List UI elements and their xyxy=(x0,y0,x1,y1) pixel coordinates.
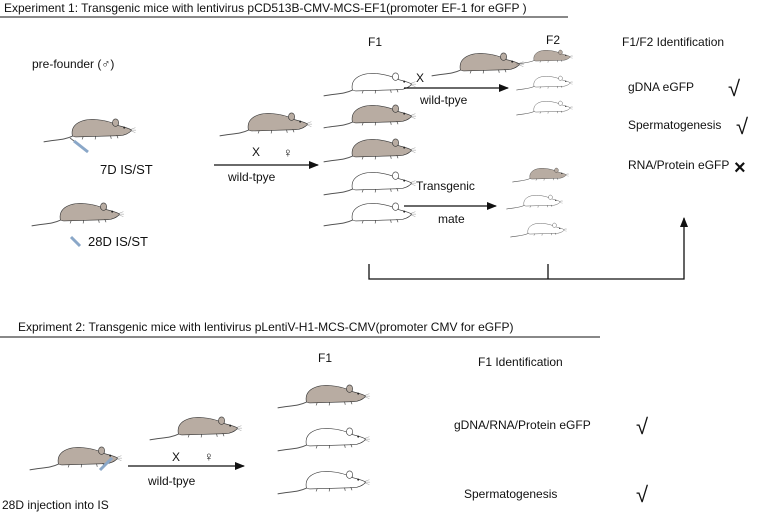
result-label: RNA/Protein eGFP xyxy=(628,158,729,172)
cross-x-exp2: X xyxy=(172,450,180,464)
identification-bracket-arrow xyxy=(368,217,688,280)
f2-mouse-white xyxy=(516,75,574,91)
f1-mouse-white-exp2 xyxy=(277,427,371,452)
result-label: Spermatogenesis xyxy=(464,487,557,501)
founder-mouse-28d xyxy=(31,202,125,227)
f1-mouse-grey xyxy=(323,104,417,129)
f1f2-identification-title: F1/F2 Identification xyxy=(622,35,724,49)
check-icon: √ xyxy=(736,114,749,139)
wild-type-label-f2: wild-tpye xyxy=(419,93,468,107)
wild-type-label: wild-tpye xyxy=(227,170,276,184)
check-icon: √ xyxy=(636,414,649,439)
label-28d: 28D IS/ST xyxy=(88,234,148,249)
f2-mouse-white xyxy=(516,100,574,116)
f1-mouse-grey xyxy=(323,138,417,163)
cross-x-f2: X xyxy=(416,71,424,85)
check-icon: √ xyxy=(636,482,649,507)
injected-mouse xyxy=(29,446,123,471)
f1-label-exp2: F1 xyxy=(318,351,332,365)
f1-label: F1 xyxy=(368,35,382,49)
f2-mouse-white xyxy=(506,194,564,210)
result-label: gDNA/RNA/Protein eGFP xyxy=(454,418,591,432)
female-symbol: ♀ xyxy=(283,145,293,160)
wildtype-female-mouse xyxy=(219,112,313,137)
check-icon: √ xyxy=(728,76,741,101)
pre-founder-label: pre-founder (♂) xyxy=(32,57,114,71)
f2-mouse-grey xyxy=(516,49,574,65)
wild-type-label-exp2: wild-tpye xyxy=(147,474,196,488)
syringe-icon xyxy=(69,137,89,154)
cross-x: X xyxy=(252,145,260,159)
syringe-icon xyxy=(69,235,82,248)
label-7d: 7D IS/ST xyxy=(100,162,153,177)
f1-mouse-white xyxy=(323,202,417,227)
result-label: gDNA eGFP xyxy=(628,80,694,94)
f2-mouse-white xyxy=(510,222,568,238)
founder-mouse-7d xyxy=(43,118,137,143)
f1-mouse-grey-exp2 xyxy=(277,384,371,409)
f2-label: F2 xyxy=(546,33,560,47)
syringe-icon xyxy=(98,456,114,472)
cross-mark-icon: × xyxy=(734,157,746,179)
transgenic-label: Transgenic xyxy=(416,179,475,193)
f1-identification-title: F1 Identification xyxy=(478,355,563,369)
wildtype-mouse-f2 xyxy=(431,52,525,77)
experiment2-title: Expriment 2: Transgenic mice with lentiv… xyxy=(18,320,513,334)
f1-mouse-white xyxy=(323,171,417,196)
female-symbol-exp2: ♀ xyxy=(204,449,214,464)
f1-mouse-white xyxy=(323,72,417,97)
f1-mouse-white-exp2 xyxy=(277,470,371,495)
mate-label: mate xyxy=(438,212,465,226)
injection-label: 28D injection into IS xyxy=(2,498,109,512)
result-label: Spermatogenesis xyxy=(628,118,721,132)
experiment1-title: Experiment 1: Transgenic mice with lenti… xyxy=(4,1,527,15)
f2-mouse-grey xyxy=(512,167,570,183)
wildtype-female-mouse-exp2 xyxy=(149,416,243,441)
